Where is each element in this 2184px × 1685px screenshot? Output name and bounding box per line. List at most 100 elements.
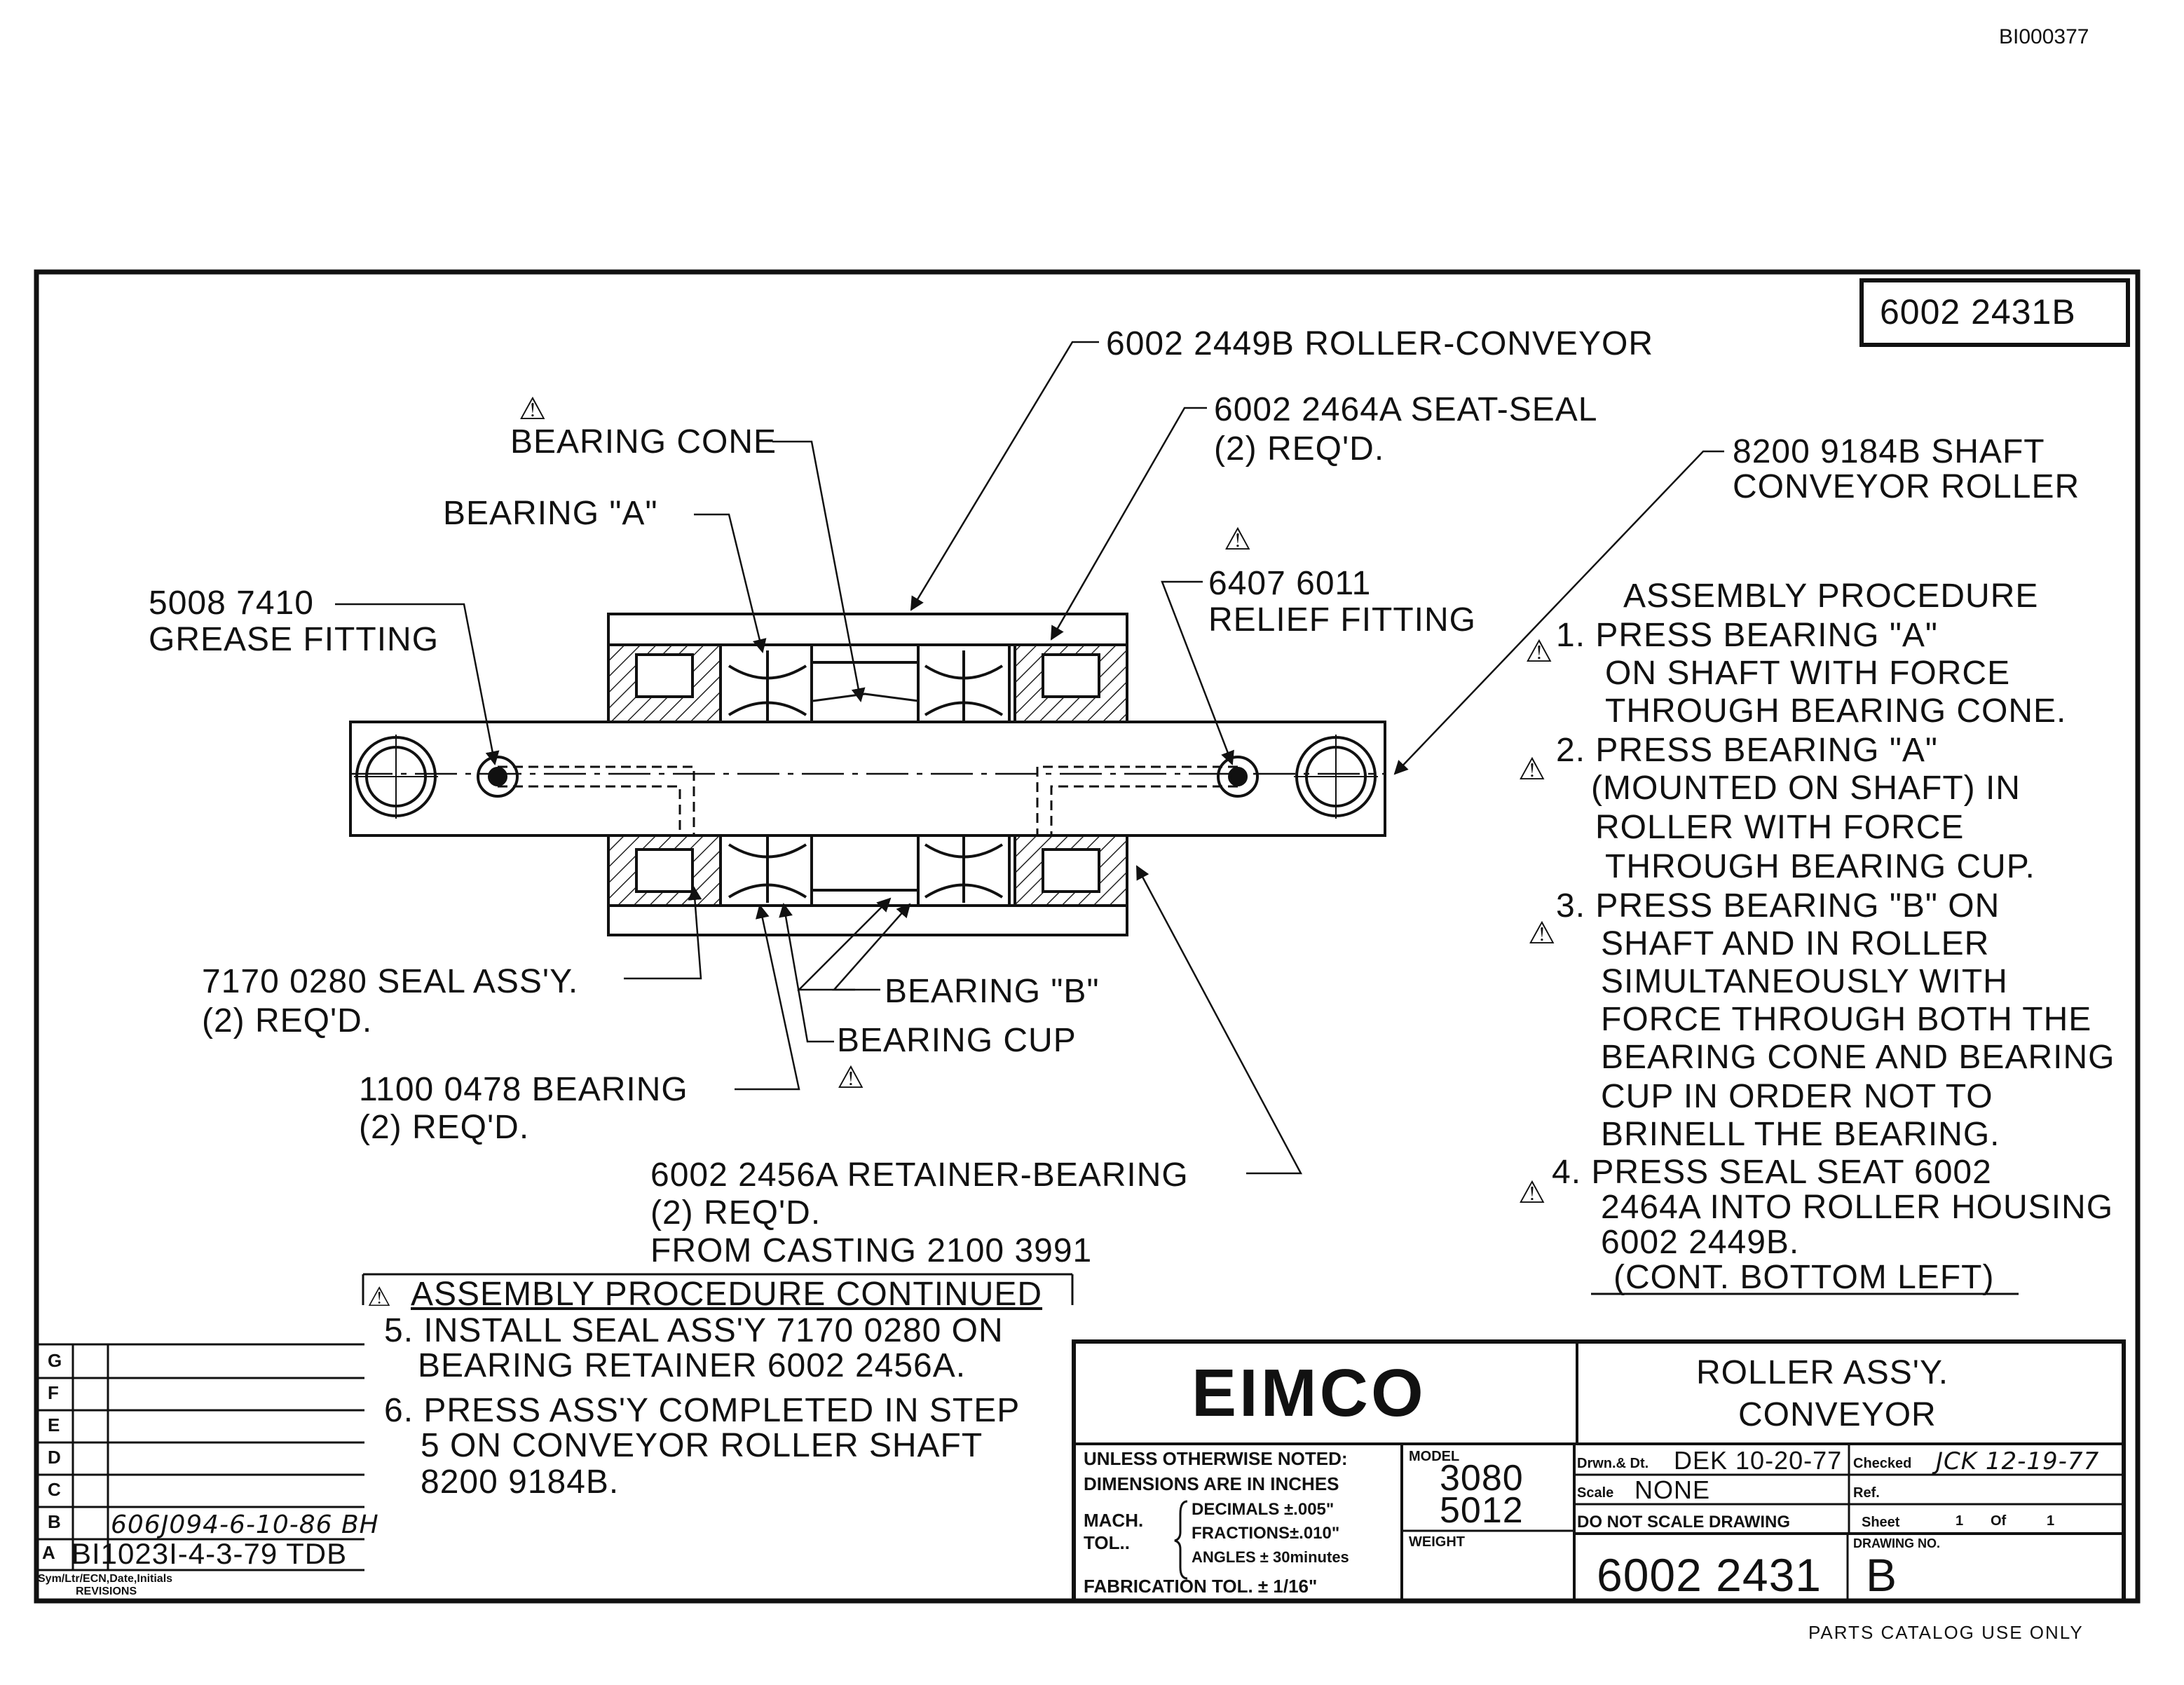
sheet-total: 1 xyxy=(2047,1513,2055,1529)
checked-value: JCK 12-19-77 xyxy=(1936,1447,2100,1475)
label-seat-seal-qty: (2) REQ'D. xyxy=(1214,430,1385,468)
scale-value: NONE xyxy=(1634,1475,1711,1504)
warning-icon: ⚠ xyxy=(1525,634,1553,669)
ref-label: Ref. xyxy=(1853,1485,1880,1501)
unless-noted: UNLESS OTHERWISE NOTED: xyxy=(1084,1448,1348,1469)
model-number-2: 5012 xyxy=(1440,1490,1524,1531)
weight-label: WEIGHT xyxy=(1409,1534,1465,1550)
warning-icon: ⚠ xyxy=(837,1060,865,1096)
drawing-number-top: 6002 2431B xyxy=(1880,292,2076,332)
procedure-continued-line: 5 ON CONVEYOR ROLLER SHAFT xyxy=(421,1427,983,1464)
label-retainer-line3: FROM CASTING 2100 3991 xyxy=(650,1232,1093,1269)
label-bearing-b: BEARING "B" xyxy=(885,973,1100,1010)
label-bearing-1100-line1: 1100 0478 BEARING xyxy=(359,1071,688,1108)
label-relief-line1: 6407 6011 xyxy=(1208,565,1372,602)
revisions-footer-line2: REVISIONS xyxy=(76,1585,137,1597)
label-grease-line2: GREASE FITTING xyxy=(149,621,439,658)
label-seal-assy-line1: 7170 0280 SEAL ASS'Y. xyxy=(202,963,579,1000)
model-number-1: 3080 xyxy=(1440,1458,1524,1499)
procedure-step: BEARING CONE AND BEARING xyxy=(1601,1039,2115,1076)
model-label: MODEL xyxy=(1409,1449,1460,1464)
leader-lines xyxy=(335,341,1724,1175)
company-logo: EIMCO xyxy=(1192,1356,1426,1431)
warning-icon: ⚠ xyxy=(1518,1175,1546,1210)
procedure-step: 3. PRESS BEARING "B" ON xyxy=(1556,887,2000,925)
parts-catalog-stamp: PARTS CATALOG USE ONLY xyxy=(1808,1622,2084,1643)
revision-letter: F xyxy=(48,1382,59,1403)
revisions-footer-line1: Sym/Ltr/ECN,Date,Initials xyxy=(38,1573,173,1585)
fabrication-tol: FABRICATION TOL. ± 1/16" xyxy=(1084,1576,1318,1597)
label-bearing-1100-line2: (2) REQ'D. xyxy=(359,1109,530,1146)
checked-label: Checked xyxy=(1853,1456,1912,1471)
warning-icon: ⚠ xyxy=(1224,521,1252,557)
drawing-number-box xyxy=(1859,278,2130,347)
procedure-step: 4. PRESS SEAL SEAT 6002 xyxy=(1552,1154,1992,1191)
dimensions-inches: DIMENSIONS ARE IN INCHES xyxy=(1084,1473,1339,1494)
drawing-revision: B xyxy=(1866,1549,1898,1601)
drawing-no-label: DRAWING NO. xyxy=(1853,1536,1940,1550)
revision-letter: E xyxy=(48,1414,60,1435)
procedure-step: (MOUNTED ON SHAFT) IN xyxy=(1591,770,2021,807)
revision-letter: A xyxy=(42,1542,55,1563)
procedure-step: FORCE THROUGH BOTH THE xyxy=(1601,1001,2092,1038)
tol-angles: ANGLES ± 30minutes xyxy=(1192,1548,1349,1566)
procedure-step: CUP IN ORDER NOT TO xyxy=(1601,1078,1993,1115)
tol-decimals: DECIMALS ±.005" xyxy=(1192,1500,1335,1519)
procedure-step: BRINELL THE BEARING. xyxy=(1601,1116,2000,1153)
procedure-step: (CONT. BOTTOM LEFT) xyxy=(1613,1259,1995,1296)
warning-icon: ⚠ xyxy=(1528,915,1556,951)
sheet-label: Sheet xyxy=(1862,1515,1900,1530)
label-grease-line1: 5008 7410 xyxy=(149,585,314,622)
procedure-title: ASSEMBLY PROCEDURE xyxy=(1623,578,2039,615)
procedure-step: SHAFT AND IN ROLLER xyxy=(1601,925,1990,962)
label-retainer-line2: (2) REQ'D. xyxy=(650,1194,821,1232)
sheet-number: 1 xyxy=(1956,1513,1964,1529)
procedure-continued-line: 8200 9184B. xyxy=(421,1464,620,1501)
label-bearing-a: BEARING "A" xyxy=(443,495,658,532)
tol-fractions: FRACTIONS±.010" xyxy=(1192,1524,1340,1543)
procedure-step: THROUGH BEARING CUP. xyxy=(1605,848,2035,885)
revision-letter: C xyxy=(48,1479,61,1500)
procedure-step: 2464A INTO ROLLER HOUSING xyxy=(1601,1189,2114,1226)
drawing-number: 6002 2431 xyxy=(1597,1549,1822,1601)
procedure-continued-line: 5. INSTALL SEAL ASS'Y 7170 0280 ON xyxy=(384,1312,1004,1349)
procedure-continued-box xyxy=(362,1273,1074,1305)
label-seat-seal: 6002 2464A SEAT-SEAL xyxy=(1214,391,1598,428)
drawing-title-line1: ROLLER ASS'Y. xyxy=(1696,1354,1949,1391)
label-relief-line2: RELIEF FITTING xyxy=(1208,601,1477,639)
procedure-step: ON SHAFT WITH FORCE xyxy=(1605,655,2011,692)
revision-entry-a: BI1023I-4-3-79 TDB xyxy=(71,1537,348,1570)
procedure-step: THROUGH BEARING CONE. xyxy=(1605,693,2067,730)
procedure-step: SIMULTANEOUSLY WITH xyxy=(1601,963,2008,1000)
drawn-value: DEK 10-20-77 xyxy=(1674,1446,1843,1475)
procedure-continued-line: 6. PRESS ASS'Y COMPLETED IN STEP xyxy=(384,1392,1021,1429)
of-label: Of xyxy=(1991,1513,2007,1529)
revisions-block xyxy=(36,1343,364,1571)
revision-letter: D xyxy=(48,1447,61,1468)
procedure-step: 1. PRESS BEARING "A" xyxy=(1556,617,1938,654)
revision-entry-b: 606J094-6-10-86 BH xyxy=(111,1510,379,1539)
tol-label: TOL.. xyxy=(1084,1532,1130,1553)
label-seal-assy-line2: (2) REQ'D. xyxy=(202,1002,373,1039)
label-retainer-line1: 6002 2456A RETAINER-BEARING xyxy=(650,1157,1189,1194)
roller-assembly xyxy=(349,613,1386,936)
label-shaft-line1: 8200 9184B SHAFT xyxy=(1733,433,2045,470)
document-id: BI000377 xyxy=(1999,25,2089,48)
procedure-step: 2. PRESS BEARING "A" xyxy=(1556,732,1938,769)
procedure-step: ROLLER WITH FORCE xyxy=(1595,809,1965,846)
drawing-title-line2: CONVEYOR xyxy=(1738,1396,1937,1433)
revision-letter: B xyxy=(48,1511,61,1532)
label-roller-conveyor: 6002 2449B ROLLER-CONVEYOR xyxy=(1106,325,1654,362)
label-bearing-cup: BEARING CUP xyxy=(837,1022,1077,1059)
label-bearing-cone: BEARING CONE xyxy=(510,423,777,461)
revision-letter: G xyxy=(48,1350,62,1371)
warning-icon: ⚠ xyxy=(1518,751,1546,787)
scale-label: Scale xyxy=(1577,1485,1614,1501)
label-shaft-line2: CONVEYOR ROLLER xyxy=(1733,468,2080,505)
title-block xyxy=(1072,1339,2126,1603)
drawn-label: Drwn.& Dt. xyxy=(1577,1456,1649,1471)
procedure-continued-line: BEARING RETAINER 6002 2456A. xyxy=(418,1347,967,1384)
procedure-step: 6002 2449B. xyxy=(1601,1224,1800,1261)
procedure-continued-title: ASSEMBLY PROCEDURE CONTINUED xyxy=(411,1276,1043,1313)
